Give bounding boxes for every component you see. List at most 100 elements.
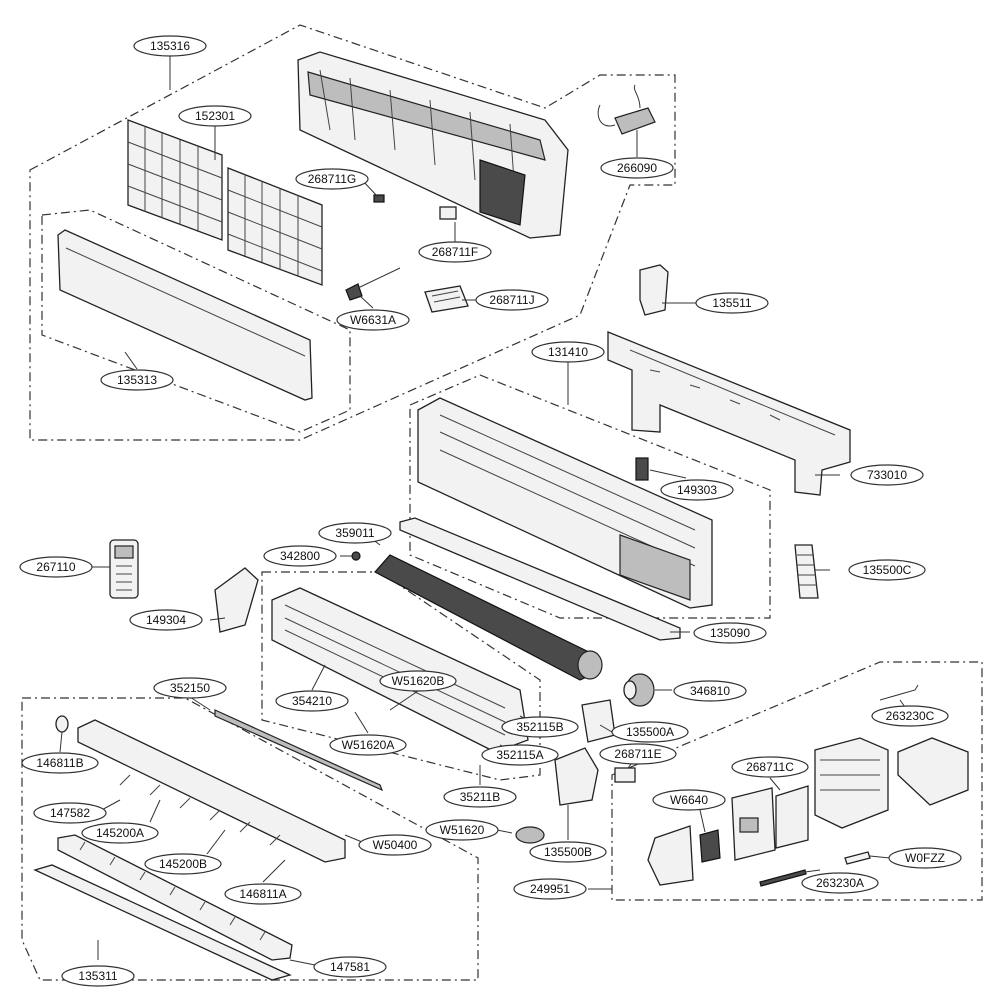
terminal-cover-135500C [794,544,819,599]
fuse-W0FZZ [844,851,871,865]
label-268711C: 268711C [731,756,809,778]
bearing-342800 [351,551,361,561]
label-135511: 135511 [695,292,769,314]
svg-text:W51620A: W51620A [342,738,395,752]
svg-text:W6631A: W6631A [350,313,396,327]
bracket-135511 [639,264,669,316]
svg-text:131410: 131410 [548,345,588,359]
label-146811A: 146811A [224,883,302,905]
display-pcb [424,285,469,313]
label-135313: 135313 [100,369,174,391]
label-135090: 135090 [693,622,767,644]
label-W51620: W51620 [425,819,499,841]
louver-frame [77,719,346,863]
svg-text:267110: 267110 [36,560,75,574]
label-135316: 135316 [133,35,207,57]
chassis-body [417,397,713,609]
label-263230A: 263230A [801,872,879,894]
sensor-part-268711F [439,206,457,220]
svg-text:135311: 135311 [78,969,117,983]
svg-text:342800: 342800 [280,549,320,563]
fan-motor [623,673,655,707]
svg-text:135500B: 135500B [544,845,592,859]
label-268711F: 268711F [418,241,492,263]
bracket-135500B [554,747,599,806]
svg-text:35211B: 35211B [460,790,500,804]
side-bracket-149304 [214,567,259,633]
filter-panel-subgroup-border [41,209,351,433]
label-135500B: 135500B [529,841,607,863]
svg-text:249951: 249951 [530,882,570,896]
label-W6631A: W6631A [336,309,410,331]
horizontal-vane [33,864,292,981]
svg-text:263230A: 263230A [816,876,864,890]
svg-text:359011: 359011 [335,526,374,540]
label-131410: 131410 [531,341,605,363]
svg-text:733010: 733010 [867,468,907,482]
label-352150: 352150 [153,677,227,699]
main-pcb [731,787,776,861]
air-filter-left [127,119,223,241]
label-352115A: 352115A [481,744,559,766]
wire-263230C [879,684,919,701]
svg-text:W50400: W50400 [373,838,418,852]
svg-text:147581: 147581 [330,960,370,974]
svg-text:352115B: 352115B [516,720,563,734]
drain-pan [399,517,681,641]
label-268711J: 268711J [475,289,549,311]
label-146811B: 146811B [21,752,99,774]
label-135500A: 135500A [611,721,689,743]
svg-text:135316: 135316 [150,39,190,53]
label-263230C: 263230C [871,705,949,727]
label-352115B: 352115B [501,716,579,738]
label-268711E: 268711E [599,743,677,765]
svg-text:149304: 149304 [146,613,186,627]
label-145200A: 145200A [81,822,159,844]
svg-text:147582: 147582 [50,806,90,820]
svg-text:135313: 135313 [117,373,157,387]
label-249951: 249951 [513,878,587,900]
svg-text:135090: 135090 [710,626,750,640]
pcb-cover-268711C [775,785,809,849]
svg-text:146811B: 146811B [36,756,83,770]
svg-text:152301: 152301 [195,109,235,123]
label-359011: 359011 [318,522,392,544]
svg-text:W6640: W6640 [670,793,708,807]
svg-text:346810: 346810 [690,684,730,698]
svg-text:149303: 149303 [677,483,717,497]
label-35211B: 35211B [443,786,517,808]
label-733010: 733010 [850,464,924,486]
svg-text:268711C: 268711C [746,760,794,774]
bracket-lower-control [647,825,694,886]
part-268711E [614,767,636,783]
front-panel-group-border [29,24,676,441]
svg-text:352115A: 352115A [496,748,543,762]
svg-text:W51620B: W51620B [392,674,445,688]
label-147582: 147582 [33,802,107,824]
label-354210: 354210 [275,690,349,712]
label-W51620B: W51620B [379,670,457,692]
installation-plate [607,331,851,496]
svg-text:268711J: 268711J [489,293,534,307]
label-342800: 342800 [263,545,337,567]
chassis-group-border [409,374,771,619]
part-W51620 [515,826,545,844]
svg-text:135500A: 135500A [626,725,674,739]
svg-text:146811A: 146811A [239,887,286,901]
cross-flow-fan [374,554,603,681]
label-268711G: 268711G [295,168,369,190]
svg-text:135511: 135511 [712,296,751,310]
front-grille-cover [297,51,569,239]
svg-text:268711E: 268711E [614,747,661,761]
label-W0FZZ: W0FZZ [888,847,962,869]
front-panel [57,229,313,401]
label-135311: 135311 [61,965,135,987]
svg-text:268711G: 268711G [308,172,357,186]
label-147581: 147581 [313,956,387,978]
clip-149303 [635,457,649,481]
svg-text:352150: 352150 [170,681,210,695]
label-135500C: 135500C [848,559,926,581]
step-motor-bracket [581,699,616,743]
label-W50400: W50400 [358,834,432,856]
